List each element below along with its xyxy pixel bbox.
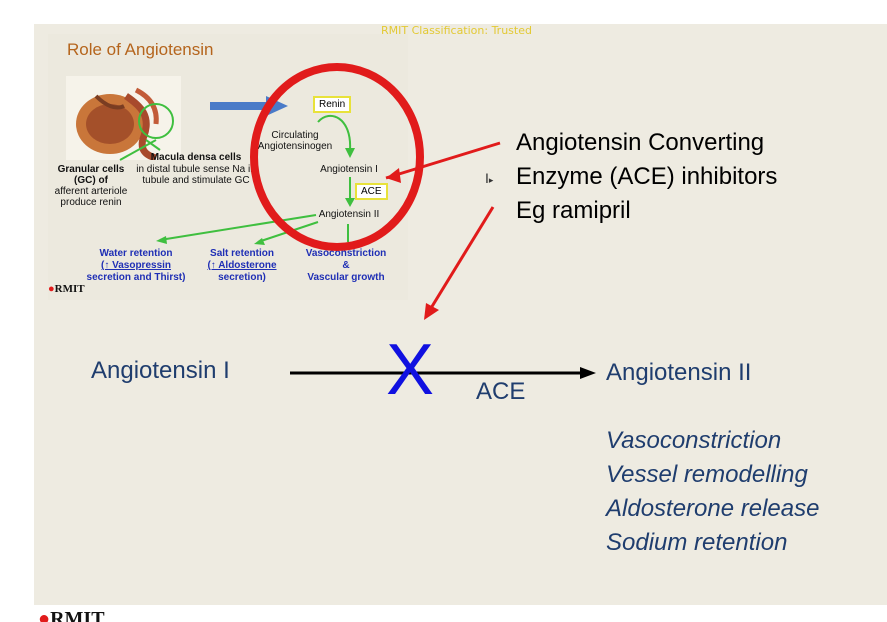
inset-logo: ●RMIT [48,283,85,295]
salt-retention-label-2: (↑ Aldosterone [207,260,277,271]
footer-logo-dot-icon: ● [38,608,51,622]
ace-box: ACE [355,183,388,200]
ace-inhibitor-line-3: Eg ramipril [516,197,631,224]
vascular-growth-label: Vascular growth [307,272,385,283]
kidney-illustration [66,76,181,160]
effect-item: Vessel remodelling [606,461,808,488]
effect-item: Sodium retention [606,529,788,556]
classification-label: RMIT Classification: Trusted [381,24,532,37]
block-x-mark: X [386,330,435,410]
logo-dot-icon: ● [48,283,55,295]
effect-item: Vasoconstriction [606,427,782,454]
salt-retention-label-3: secretion) [218,272,266,283]
angiotensin-i-label: Angiotensin I [320,164,378,175]
macula-densa-label-3: tubule and stimulate GC [142,175,250,186]
footer-logo: ●RMIT [34,605,142,622]
renin-box: Renin [313,96,352,113]
vasoconstriction-label: Vasoconstriction [305,248,387,259]
granular-cells-label-3: afferent arteriole [54,186,128,197]
reaction-enzyme: ACE [476,378,526,405]
granular-cells-label-4: produce renin [60,197,122,208]
angiotensin-ii-label: Angiotensin II [318,209,380,220]
vasoconstriction-label-2: & [342,260,350,271]
macula-densa-label: Macula densa cells [150,152,242,163]
ace-inhibitor-line-1: Angiotensin Converting [516,129,765,156]
salt-retention-label: Salt retention [210,248,274,259]
water-retention-label-3: secretion and Thirst) [86,272,186,283]
granular-cells-label: Granular cells [57,164,125,175]
circulating-label: Circulating [271,130,319,141]
reaction-substrate: Angiotensin I [91,357,230,384]
inset-title: Role of Angiotensin [67,40,214,59]
effect-item: Aldosterone release [606,495,820,522]
macula-densa-label-2: in distal tubule sense Na in [136,164,256,175]
angiotensinogen-label: Angiotensinogen [257,141,333,152]
text-cursor-icon: I▸ [485,170,494,186]
granular-cells-label-2: (GC) of [74,175,108,186]
reaction-product: Angiotensin II [606,359,752,386]
ace-inhibitor-line-2: Enzyme (ACE) inhibitors [516,163,778,190]
water-retention-label-2: (↑ Vasopressin [100,260,172,271]
water-retention-label: Water retention [99,248,173,259]
